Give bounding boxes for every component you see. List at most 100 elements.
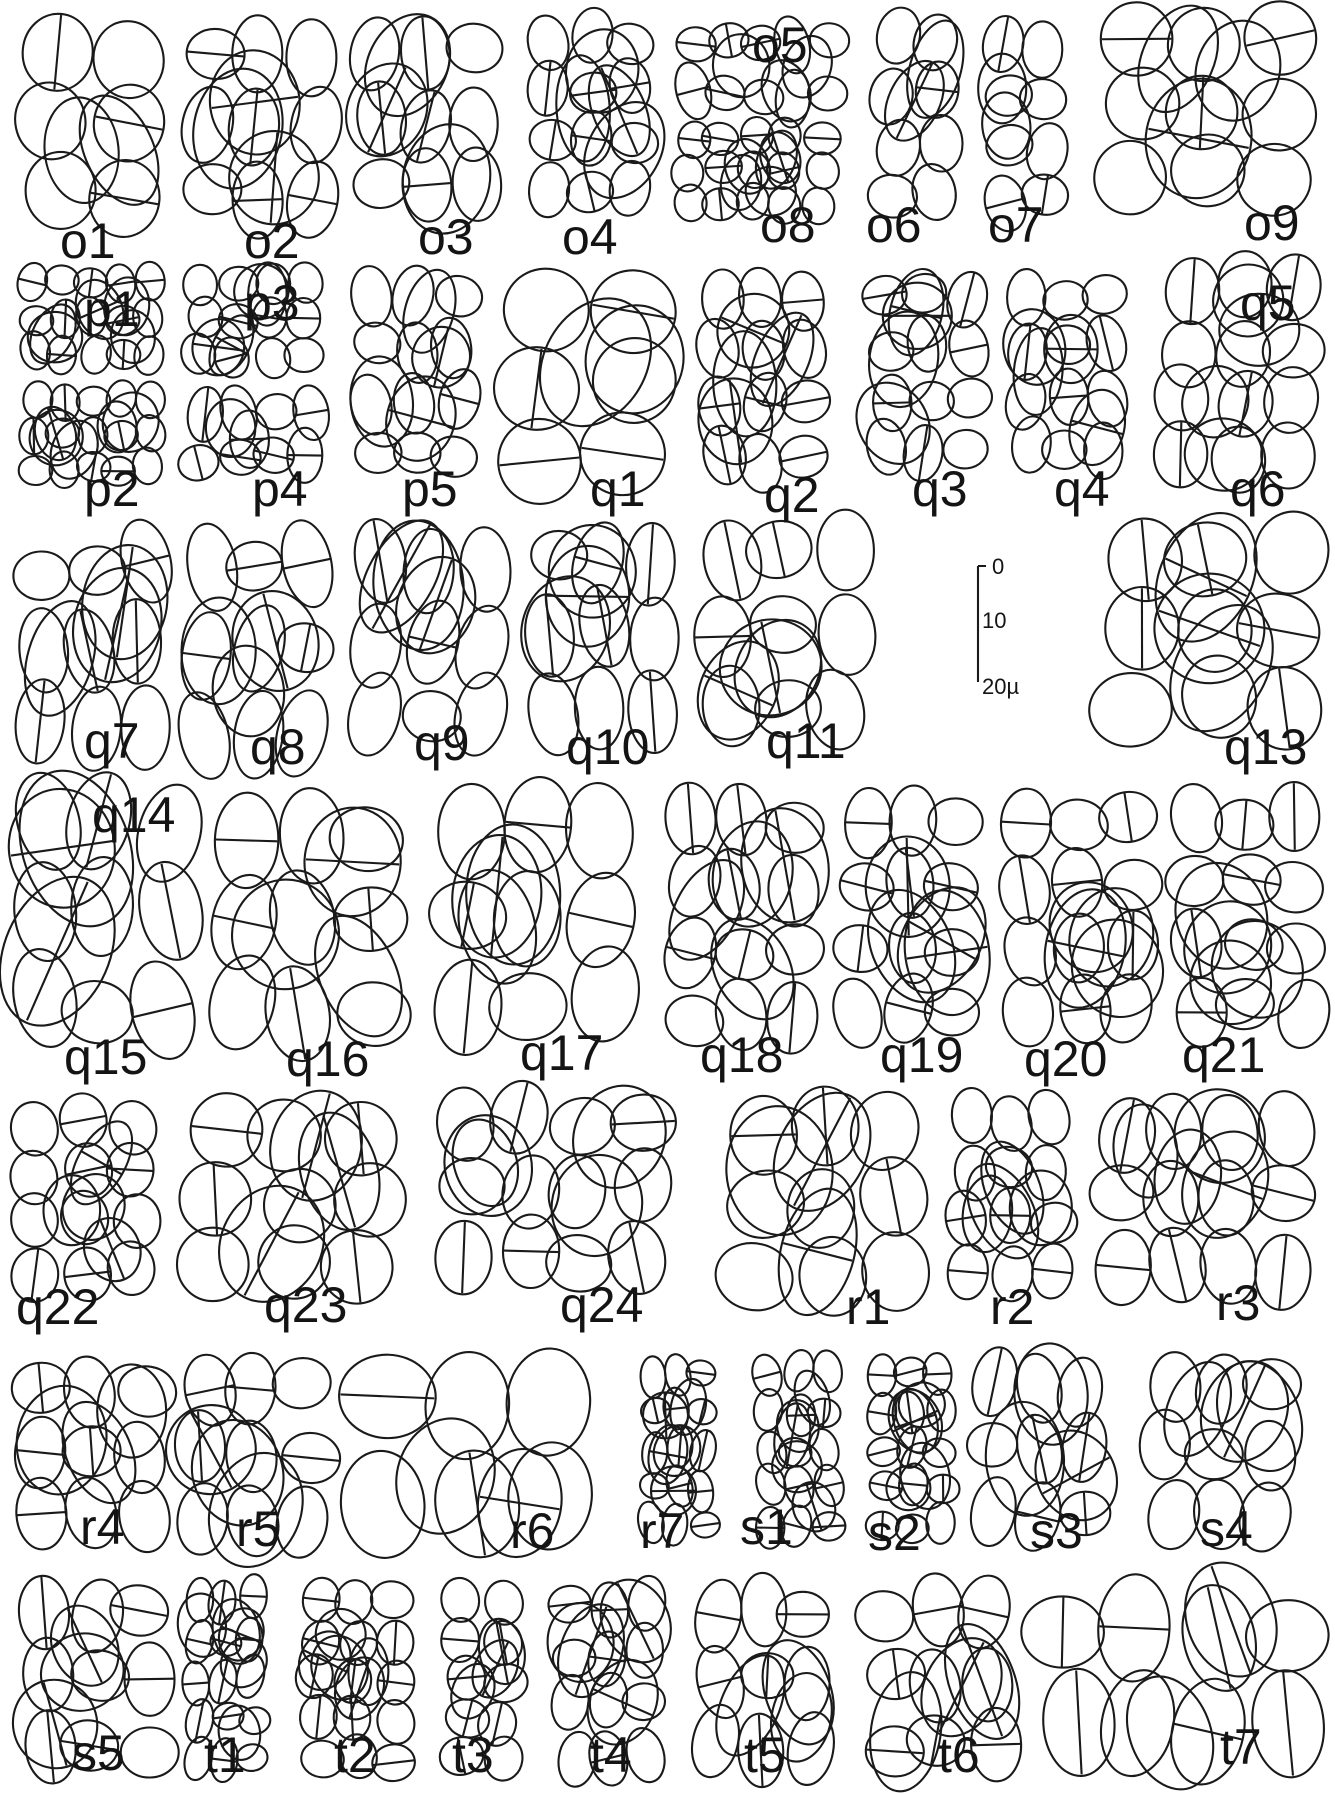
cell-outline — [59, 1353, 120, 1432]
cell-septum — [893, 1650, 899, 1698]
cell-septum — [161, 864, 180, 958]
label-s4: s4 — [1200, 1501, 1253, 1557]
cell-septum — [867, 1750, 923, 1754]
cell-septum — [1099, 1626, 1168, 1629]
label-q22: q22 — [16, 1279, 99, 1335]
cell-outline — [978, 54, 1026, 124]
cell-septum — [787, 1415, 814, 1416]
cell-outline — [1009, 414, 1054, 474]
cell-septum — [868, 1374, 895, 1375]
cell-outline — [558, 1072, 681, 1203]
label-q5: q5 — [1240, 275, 1296, 331]
cell-septum — [65, 1272, 110, 1278]
cell-outline — [816, 592, 879, 677]
cell-septum — [226, 1387, 274, 1391]
label-r7: r7 — [640, 1503, 684, 1559]
cell-outline — [811, 1349, 844, 1394]
cell-septum — [301, 625, 310, 671]
cell-outline — [1243, 1419, 1298, 1492]
label-p4: p4 — [252, 461, 308, 517]
label-o7: o7 — [988, 197, 1044, 253]
cell-septum — [773, 523, 785, 577]
cell-septum — [136, 600, 138, 682]
label-q13: q13 — [1224, 719, 1307, 775]
cell-outline — [298, 902, 419, 1049]
cell-septum — [1148, 129, 1248, 148]
cell-septum — [1246, 30, 1314, 45]
cell-septum — [805, 137, 841, 139]
cell-septum — [283, 1455, 339, 1461]
cell-septum — [988, 1349, 1002, 1415]
cell-outline — [10, 860, 80, 964]
cell-septum — [907, 947, 988, 959]
cell-septum — [575, 557, 620, 569]
cell-septum — [1033, 1269, 1072, 1273]
cell-septum — [216, 839, 277, 841]
cell-outline — [492, 870, 562, 968]
cell-septum — [868, 1448, 899, 1456]
cell-septum — [1002, 822, 1050, 825]
cell-septum — [667, 947, 714, 959]
cell-septum — [697, 1612, 740, 1620]
cell-septum — [874, 402, 911, 403]
cell-outline — [944, 374, 996, 422]
cell-outline — [1087, 670, 1175, 749]
label-o8: o8 — [760, 197, 816, 253]
cell-septum — [36, 681, 45, 762]
cell-outline — [286, 19, 336, 96]
cell-septum — [187, 1639, 212, 1645]
cell-outline — [1102, 857, 1166, 914]
cell-outline — [563, 781, 636, 881]
label-q15: q15 — [64, 1029, 147, 1085]
cell-outline — [175, 82, 240, 168]
cell-septum — [731, 1134, 796, 1136]
cell-outline — [1201, 1348, 1317, 1483]
label-s3: s3 — [1030, 1503, 1083, 1559]
cell-septum — [19, 279, 46, 286]
cell-outline — [336, 1447, 429, 1562]
label-o5: o5 — [752, 17, 808, 73]
cell-septum — [133, 1003, 191, 1017]
cell-septum — [17, 1512, 65, 1515]
label-o4: o4 — [562, 209, 618, 265]
cell-outline — [739, 1572, 788, 1648]
cell-septum — [547, 596, 628, 597]
cell-septum — [688, 784, 693, 853]
label-q18: q18 — [700, 1027, 783, 1083]
cell-outline — [382, 1406, 510, 1547]
cell-septum — [739, 931, 750, 978]
cell-outline — [1246, 504, 1335, 602]
label-p5: p5 — [402, 461, 458, 517]
scale-tick-20: 20µ — [982, 674, 1019, 699]
cell-septum — [895, 1368, 926, 1376]
label-q4: q4 — [1054, 461, 1110, 517]
cell-septum — [823, 1088, 828, 1164]
cell-outline — [711, 330, 778, 438]
cell-septum — [763, 315, 802, 403]
cell-outline — [530, 530, 588, 581]
cell-outline — [270, 1355, 334, 1412]
cell-outline — [966, 1422, 1019, 1468]
cell-septum — [341, 1394, 435, 1398]
cell-outline — [568, 88, 681, 212]
cell-outline — [865, 65, 918, 129]
cell-septum — [960, 1607, 1007, 1618]
cell-septum — [61, 1116, 105, 1124]
cell-septum — [47, 1711, 54, 1782]
cell-septum — [54, 15, 61, 89]
label-r3: r3 — [1216, 1275, 1260, 1331]
cell-septum — [241, 1596, 267, 1597]
cell-outline — [1149, 1126, 1226, 1228]
cell-septum — [730, 380, 742, 463]
cell-septum — [846, 822, 891, 824]
label-t1: t1 — [204, 1727, 246, 1783]
cell-septum — [213, 1714, 243, 1718]
label-o1: o1 — [60, 213, 116, 269]
cell-septum — [1084, 1492, 1087, 1534]
cell-septum — [1076, 1670, 1081, 1774]
cell-outline — [584, 330, 684, 432]
cell-septum — [998, 17, 1008, 71]
cell-outline — [66, 1575, 129, 1657]
cell-outline — [39, 94, 123, 207]
cell-septum — [1279, 1236, 1286, 1309]
